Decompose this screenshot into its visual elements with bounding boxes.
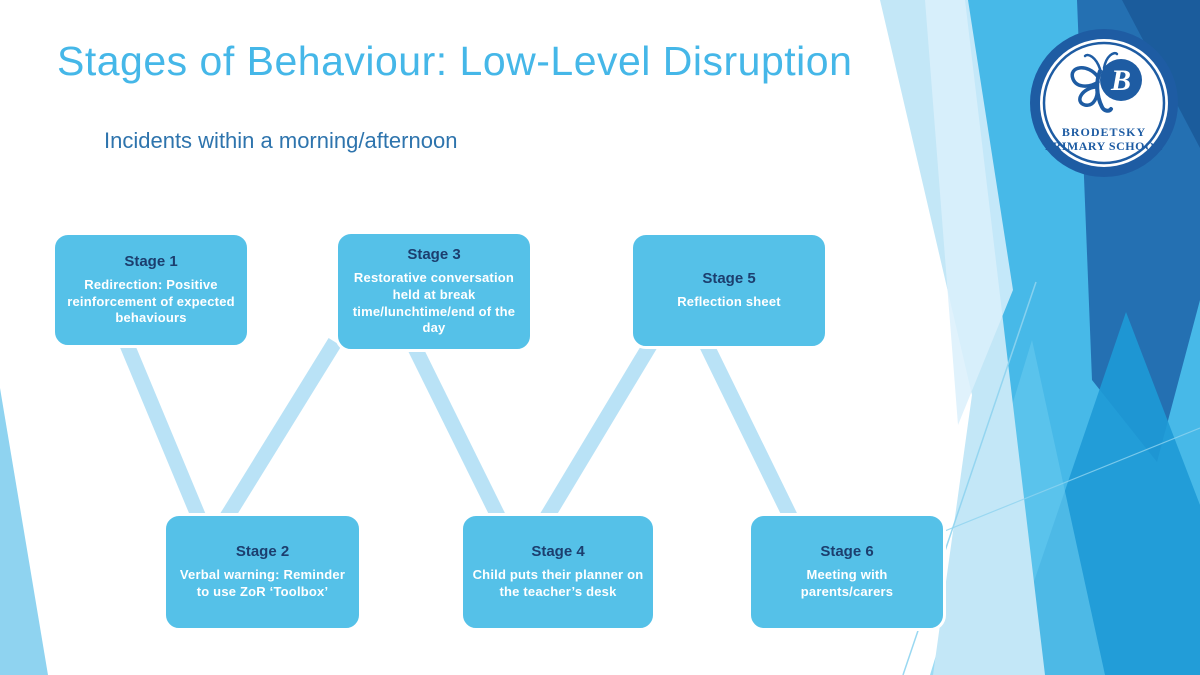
stage-4-heading: Stage 4	[531, 543, 585, 561]
stage-3-heading: Stage 3	[407, 246, 461, 264]
stage-box-5: Stage 5 Reflection sheet	[630, 232, 828, 349]
page-title: Stages of Behaviour: Low-Level Disruptio…	[57, 38, 853, 84]
stage-1-description: Redirection: Positive reinforcement of e…	[67, 277, 235, 326]
stage-box-6: Stage 6 Meeting with parents/carers	[748, 513, 946, 631]
stage-2-description: Verbal warning: Reminder to use ZoR ‘Too…	[179, 567, 346, 599]
connector-stage3-stage4	[405, 338, 507, 524]
logo-school-name-line1: BRODETSKY	[1062, 125, 1146, 139]
lighter-facet	[925, 0, 1013, 425]
connector-stage4-stage5	[538, 338, 659, 524]
connector-stage1-stage2	[118, 337, 207, 523]
logo-monogram: B	[1110, 64, 1131, 97]
stage-6-heading: Stage 6	[820, 543, 874, 561]
butterfly-icon: B	[1070, 51, 1142, 113]
butterfly-right-wing	[1100, 59, 1142, 101]
stage-box-4: Stage 4 Child puts their planner on the …	[460, 513, 656, 631]
butterfly-antenna-left	[1083, 53, 1102, 71]
stage-5-heading: Stage 5	[702, 270, 756, 288]
stage-2-heading: Stage 2	[235, 543, 290, 561]
stage-box-1: Stage 1 Redirection: Positive reinforcem…	[52, 232, 250, 348]
butterfly-body	[1095, 69, 1113, 113]
school-logo: B BRODETSKY PRIMARY SCHOOL	[1030, 29, 1178, 177]
butterfly-left-wing-upper	[1070, 66, 1100, 88]
stage-1-heading: Stage 1	[124, 253, 178, 271]
slide-subtitle: Incidents within a morning/afternoon	[104, 128, 458, 153]
bottom-left-wedge	[0, 388, 48, 675]
stage-6-description: Meeting with parents/carers	[800, 567, 894, 599]
connector-stage5-stage6	[698, 338, 799, 524]
logo-school-name-line2: PRIMARY SCHOOL	[1045, 139, 1163, 153]
stage-4-description: Child puts their planner on the teacher’…	[472, 567, 644, 599]
logo-thin-ring	[1042, 41, 1166, 165]
stage-box-3: Stage 3 Restorative conversation held at…	[335, 231, 533, 352]
stage-box-2: Stage 2 Verbal warning: Reminder to use …	[163, 513, 362, 631]
butterfly-antenna-right	[1102, 51, 1119, 70]
stage-5-description: Reflection sheet	[677, 294, 781, 310]
connector-stage2-stage3	[218, 338, 342, 524]
stage-3-description: Restorative conversation held at break t…	[352, 270, 516, 336]
